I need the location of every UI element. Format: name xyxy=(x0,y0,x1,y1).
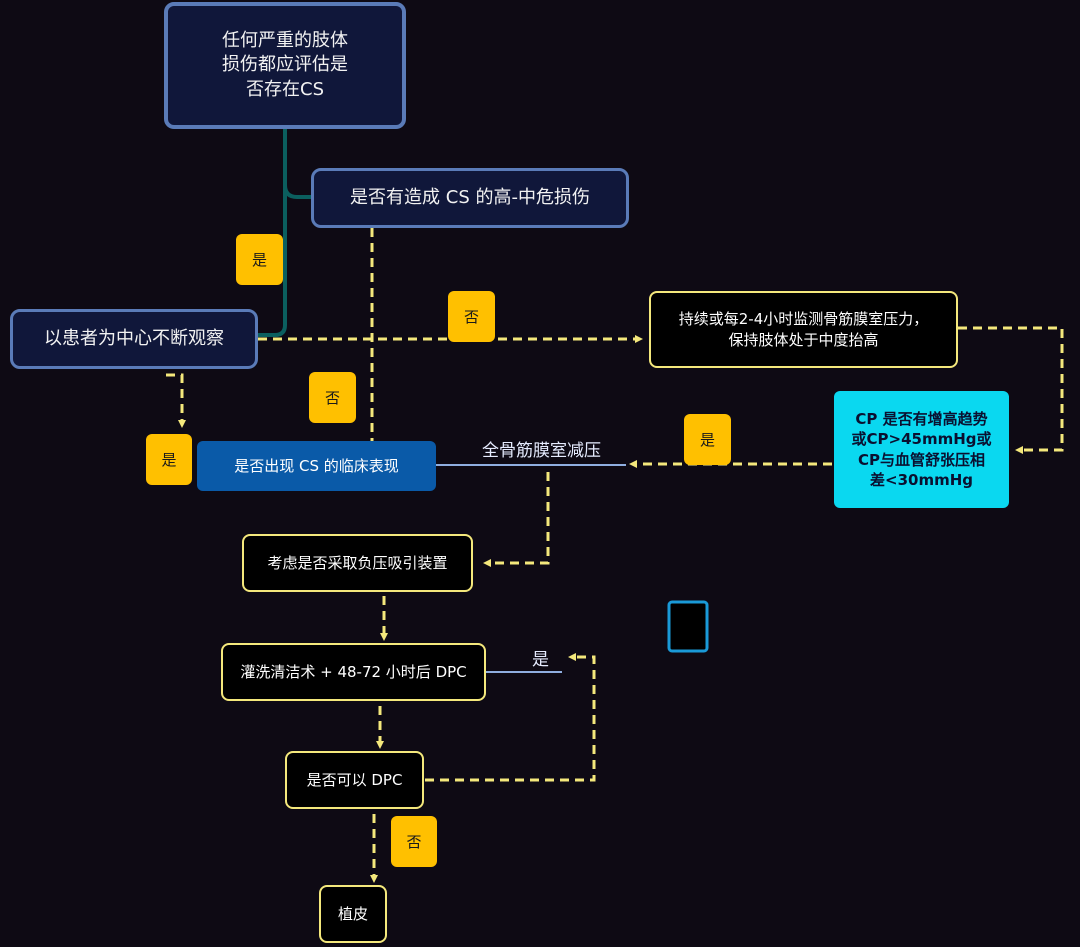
high-risk-injury-node: 是否有造成 CS 的高-中危损伤 xyxy=(311,168,629,228)
yes-irrigation-label: 是 xyxy=(532,650,549,670)
arrow-can-dpc-loop xyxy=(425,653,596,782)
no-high-risk-down-tag: 否 xyxy=(309,372,356,423)
empty-box xyxy=(667,600,709,653)
irrigation-node: 灌洗清洁术 + 48-72 小时后 DPC xyxy=(221,643,486,701)
yes-observe-tag: 是 xyxy=(146,434,192,485)
clinical-signs-node: 是否出现 CS 的临床表现 xyxy=(197,441,436,491)
tree-connector xyxy=(258,128,287,337)
monitor-node: 持续或每2-4小时监测骨筋膜室压力， 保持肢体处于中度抬高 xyxy=(649,291,958,368)
yes-cp-tag: 是 xyxy=(684,414,731,465)
no-dpc-tag: 否 xyxy=(391,816,437,867)
can-dpc-node: 是否可以 DPC xyxy=(285,751,424,809)
arrow-fasciotomy-to-negative-pressure xyxy=(483,472,550,567)
yes-high-risk-tag: 是 xyxy=(236,234,283,285)
negative-pressure-node: 考虑是否采取负压吸引装置 xyxy=(242,534,473,592)
root-node: 任何严重的肢体 损伤都应评估是 否存在CS xyxy=(164,2,406,129)
arrow-monitor-to-cp xyxy=(958,326,1064,454)
arrow-observe-to-clinical xyxy=(166,373,186,428)
fasciotomy-label: 全骨筋膜室减压 xyxy=(482,441,601,461)
tree-branch-connector xyxy=(283,184,312,199)
observe-node: 以患者为中心不断观察 xyxy=(10,309,258,369)
skin-graft-node: 植皮 xyxy=(319,885,387,943)
cp-trend-node: CP 是否有增高趋势 或CP>45mmHg或 CP与血管舒张压相 差<30mmH… xyxy=(834,391,1009,508)
no-high-risk-right-tag: 否 xyxy=(448,291,495,342)
